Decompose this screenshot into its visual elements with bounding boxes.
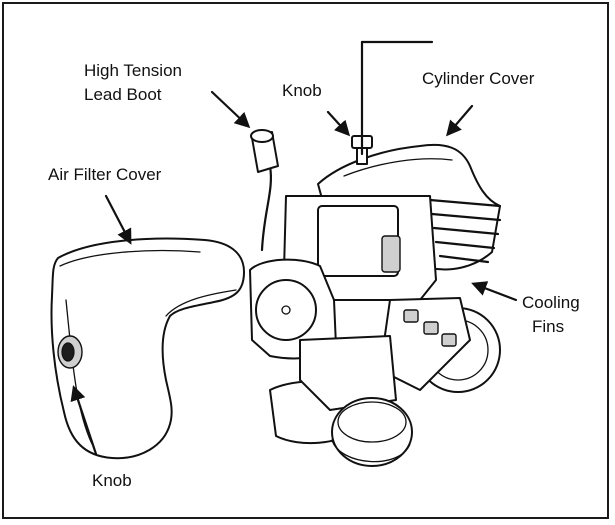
engine-body — [249, 40, 502, 467]
label-knob-bottom: Knob — [92, 471, 132, 490]
air-filter-cover-part — [50, 237, 245, 460]
arrow-knob-top — [326, 110, 351, 137]
arrow-knob-bottom — [70, 385, 98, 456]
cooling-fins-drawing — [428, 198, 502, 264]
label-high-tension-line1: High Tension — [84, 61, 182, 80]
label-knob-top: Knob — [282, 81, 322, 100]
arrow-cooling-fins — [471, 281, 518, 302]
arrow-high-tension — [210, 90, 251, 129]
label-high-tension-line2: Lead Boot — [84, 85, 162, 104]
arrow-cylinder-cover — [445, 104, 474, 137]
label-cooling-fins-line2: Fins — [532, 317, 565, 336]
label-cylinder-cover: Cylinder Cover — [422, 69, 535, 88]
arrow-air-filter — [104, 194, 132, 245]
label-air-filter-cover: Air Filter Cover — [48, 165, 162, 184]
label-cooling-fins-line1: Cooling — [522, 293, 580, 312]
